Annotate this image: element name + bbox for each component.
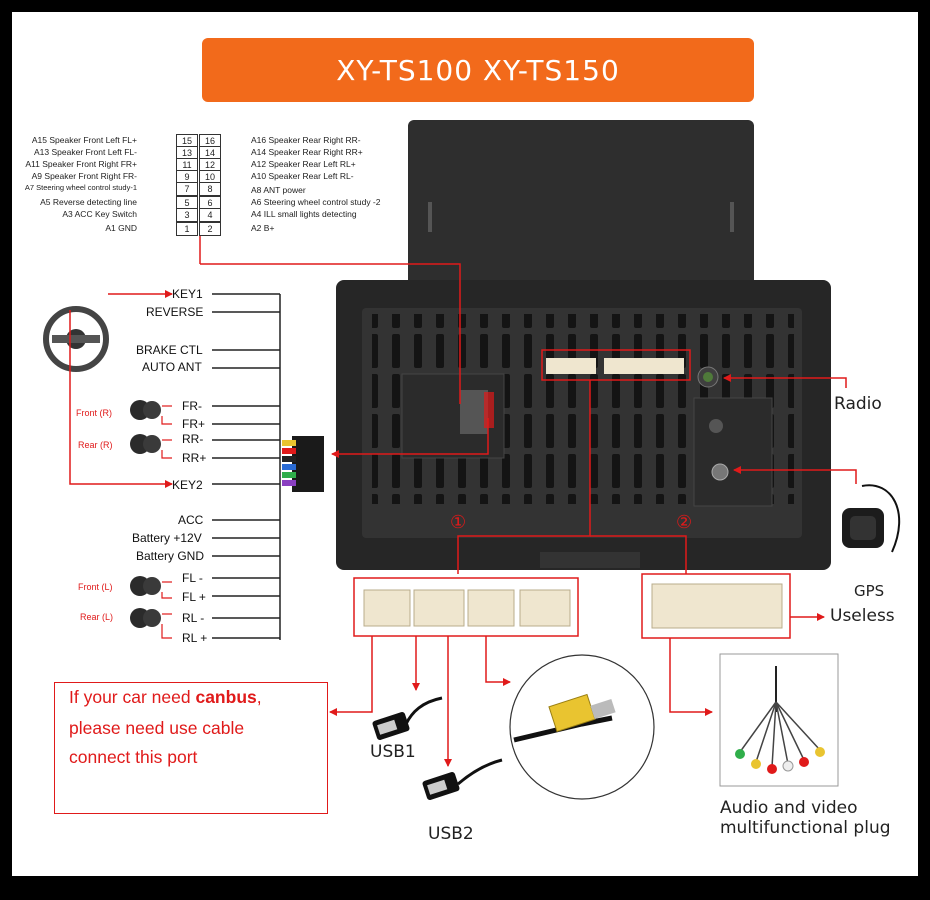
av-harness-image xyxy=(719,653,839,787)
pin-label: A6 Steering wheel control study -2 xyxy=(251,197,381,207)
speaker-rear-right-label: Rear (R) xyxy=(78,440,113,450)
model-title: XY-TS100 XY-TS150 xyxy=(336,53,620,87)
rca-video-plug xyxy=(509,654,655,800)
canbus-note-line2: please need use cable xyxy=(69,718,245,738)
speaker-rear-left-label: Rear (L) xyxy=(80,612,114,622)
wire-rl-plus: RL + xyxy=(182,631,208,645)
canbus-note: If your car need canbus, please need use… xyxy=(54,682,328,814)
canbus-note-line1: If your car need canbus, xyxy=(69,687,262,707)
head-unit-screen-back xyxy=(408,120,754,290)
pin-label: A4 ILL small lights detecting xyxy=(251,209,357,219)
usb1-label: USB1 xyxy=(370,742,416,762)
port-1-marker: ① xyxy=(450,512,467,533)
pin-number: 8 xyxy=(199,182,221,196)
steering-wheel-icon xyxy=(43,306,109,372)
pin-label: A7 Steering wheel control study-1 xyxy=(24,183,137,192)
pin-label: A11 Speaker Front Right FR+ xyxy=(25,159,137,169)
pin-label: A5 Reverse detecting line xyxy=(40,197,137,207)
canbus-note-line3: connect this port xyxy=(69,747,198,767)
pin-label: A1 GND xyxy=(105,223,137,233)
gps-jack xyxy=(711,463,729,481)
pin-label: A9 Speaker Front Right FR- xyxy=(31,171,137,181)
pin-number: 4 xyxy=(199,208,221,222)
model-title-banner: XY-TS100 XY-TS150 xyxy=(202,38,754,102)
pin-number: 1 xyxy=(176,222,198,236)
pin-label: A15 Speaker Front Left FL+ xyxy=(31,135,137,145)
pin-number: 3 xyxy=(176,208,198,222)
pin-label: A3 ACC Key Switch xyxy=(62,209,137,219)
pin-label: A10 Speaker Rear Left RL- xyxy=(251,171,354,181)
pin-number: 13 xyxy=(176,146,198,160)
pin-number: 2 xyxy=(199,222,221,236)
pin-label: A12 Speaker Rear Left RL+ xyxy=(251,159,356,169)
pin-label: A2 B+ xyxy=(251,223,275,233)
wire-gnd: Battery GND xyxy=(136,549,205,563)
pin-label: A8 ANT power xyxy=(251,185,306,195)
pin-number: 7 xyxy=(176,182,198,196)
wiring-diagram: XY-TS100 XY-TS150 xyxy=(12,12,918,876)
wire-brake: BRAKE CTL xyxy=(136,343,203,357)
wire-fl-minus: FL - xyxy=(182,571,203,585)
pin-label: A16 Speaker Rear Right RR- xyxy=(251,135,361,145)
pin-label: A14 Speaker Rear Right RR+ xyxy=(251,147,363,157)
wire-reverse: REVERSE xyxy=(146,305,204,319)
radio-label: Radio xyxy=(834,394,882,414)
pin-label: A13 Speaker Front Left FL- xyxy=(33,147,137,157)
wire-fr-minus: FR- xyxy=(182,399,202,413)
speaker-front-right-label: Front (R) xyxy=(76,408,112,418)
wire-rl-minus: RL - xyxy=(182,611,205,625)
av-plug-label-line1: Audio and video xyxy=(720,798,858,818)
port-2-marker: ② xyxy=(676,512,693,533)
usb2-label: USB2 xyxy=(428,824,474,844)
wire-key1: KEY1 xyxy=(172,287,203,301)
speaker-front-left-label: Front (L) xyxy=(78,582,113,592)
useless-label: Useless xyxy=(830,606,895,626)
wire-fl-plus: FL + xyxy=(182,590,206,604)
wire-rr-minus: RR- xyxy=(182,432,204,446)
wire-auto-ant: AUTO ANT xyxy=(142,360,202,374)
usb1-cable xyxy=(372,696,443,740)
wire-rr-plus: RR+ xyxy=(182,451,207,465)
wire-fr-plus: FR+ xyxy=(182,417,206,431)
iso-harness-plug xyxy=(282,436,324,492)
wire-battery: Battery +12V xyxy=(132,531,202,545)
av-plug-label-line2: multifunctional plug xyxy=(720,818,891,838)
head-unit xyxy=(336,120,831,570)
usb2-cable xyxy=(422,758,503,800)
gps-label: GPS xyxy=(854,582,885,600)
wire-acc: ACC xyxy=(178,513,204,527)
gps-antenna xyxy=(842,484,901,553)
rear-connector-highlight xyxy=(541,349,691,381)
wire-key2: KEY2 xyxy=(172,478,203,492)
